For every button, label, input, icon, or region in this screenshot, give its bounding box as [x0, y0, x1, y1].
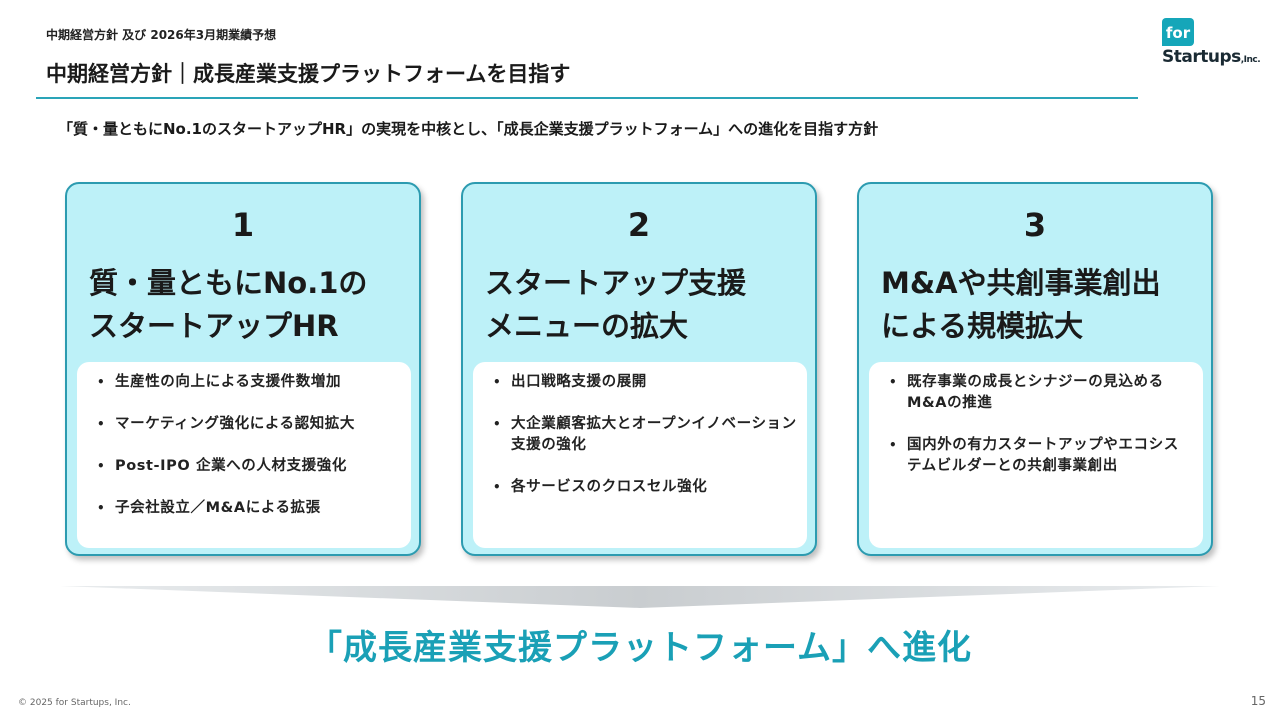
logo-suffix: ,Inc. — [1240, 55, 1261, 65]
card-body: 出口戦略支援の展開 大企業顧客拡大とオープンイノベーション支援の強化 各サービス… — [473, 362, 807, 548]
card-title: スタートアップ支援 メニューの拡大 — [485, 262, 805, 348]
card-title-line: による規模拡大 — [881, 309, 1084, 343]
bullet-list: 生産性の向上による支援件数増加 マーケティング強化による認知拡大 Post-IP… — [91, 372, 401, 519]
card-title-line: スタートアップHR — [89, 309, 339, 343]
pillar-card-3: 3 M&Aや共創事業創出 による規模拡大 既存事業の成長とシナジーの見込めるM&… — [857, 182, 1213, 556]
card-title: 質・量ともにNo.1の スタートアップHR — [89, 262, 409, 348]
bullet-item: 出口戦略支援の展開 — [487, 372, 797, 393]
bullet-item: 既存事業の成長とシナジーの見込めるM&Aの推進 — [883, 372, 1193, 414]
card-title-line: メニューの拡大 — [485, 309, 689, 343]
copyright-text: © 2025 for Startups, Inc. — [18, 698, 131, 708]
bullet-list: 出口戦略支援の展開 大企業顧客拡大とオープンイノベーション支援の強化 各サービス… — [487, 372, 797, 498]
card-body: 既存事業の成長とシナジーの見込めるM&Aの推進 国内外の有力スタートアップやエコ… — [869, 362, 1203, 548]
pillar-card-2: 2 スタートアップ支援 メニューの拡大 出口戦略支援の展開 大企業顧客拡大とオー… — [461, 182, 817, 556]
card-body: 生産性の向上による支援件数増加 マーケティング強化による認知拡大 Post-IP… — [77, 362, 411, 548]
title-divider — [36, 97, 1138, 99]
bullet-item: Post-IPO 企業への人材支援強化 — [91, 456, 401, 477]
bottom-message: 「成長産業支援プラットフォーム」へ進化 — [308, 628, 972, 668]
bullet-list: 既存事業の成長とシナジーの見込めるM&Aの推進 国内外の有力スタートアップやエコ… — [883, 372, 1193, 477]
card-title: M&Aや共創事業創出 による規模拡大 — [881, 262, 1201, 348]
card-number: 2 — [627, 206, 651, 244]
logo-mark: for — [1162, 18, 1194, 46]
card-number: 3 — [1023, 206, 1047, 244]
card-title-line: 質・量ともにNo.1の — [89, 266, 368, 300]
lead-statement: 「質・量ともにNo.1のスタートアップHR」の実現を中核とし、「成長企業支援プラ… — [58, 120, 879, 138]
page-number: 15 — [1250, 694, 1266, 708]
company-logo: for Startups,Inc. — [1162, 18, 1272, 74]
bullet-item: 国内外の有力スタートアップやエコシステムビルダーとの共創事業創出 — [883, 435, 1193, 477]
bullet-item: 大企業顧客拡大とオープンイノベーション支援の強化 — [487, 414, 797, 456]
card-number: 1 — [231, 206, 255, 244]
slide-supertitle: 中期経営方針 及び 2026年3月期業績予想 — [46, 28, 277, 42]
bullet-item: 子会社設立／M&Aによる拡張 — [91, 498, 401, 519]
logo-wordmark: Startups,Inc. — [1162, 47, 1261, 67]
card-title-line: M&Aや共創事業創出 — [881, 266, 1161, 300]
card-title-line: スタートアップ支援 — [485, 266, 747, 300]
slide-title: 中期経営方針｜成長産業支援プラットフォームを目指す — [46, 62, 571, 86]
bullet-item: 生産性の向上による支援件数増加 — [91, 372, 401, 393]
logo-word: Startups — [1162, 47, 1241, 67]
bullet-item: マーケティング強化による認知拡大 — [91, 414, 401, 435]
down-arrow-shape — [60, 586, 1220, 608]
pillar-card-1: 1 質・量ともにNo.1の スタートアップHR 生産性の向上による支援件数増加 … — [65, 182, 421, 556]
bullet-item: 各サービスのクロスセル強化 — [487, 477, 797, 498]
